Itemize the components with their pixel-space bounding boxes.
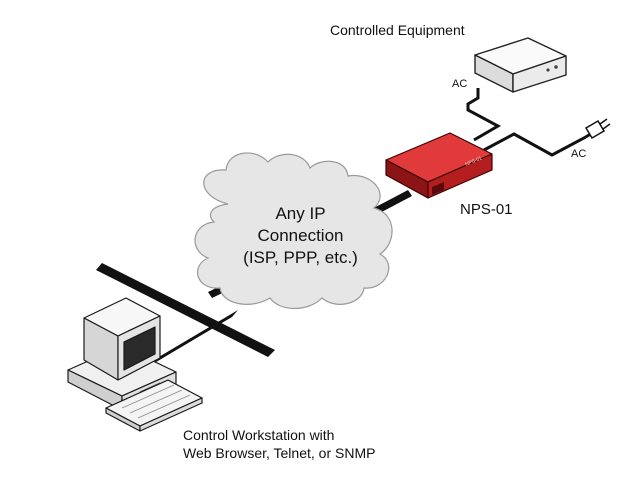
- lan-cable-short: [146, 310, 238, 368]
- workstation-label: Control Workstation with Web Browser, Te…: [183, 426, 375, 462]
- ip-cloud-icon: [194, 152, 393, 309]
- nps-label: NPS-01: [460, 201, 513, 218]
- power-plug-icon: [584, 118, 611, 140]
- cloud-label: Any IP Connection (ISP, PPP, etc.): [213, 203, 388, 269]
- cloud-label-line1: Any IP: [275, 204, 326, 223]
- nps-device-icon: NPS-01: [385, 132, 493, 199]
- lan-cable-long: [96, 263, 275, 357]
- controlled-equipment-icon: [474, 37, 567, 93]
- cloud-label-line3: (ISP, PPP, etc.): [243, 248, 358, 267]
- ac-cable-supply: [483, 130, 595, 157]
- ac-wiring: [466, 88, 595, 157]
- ac-cable-equipment: [466, 88, 502, 142]
- nps-link-cable: [370, 190, 412, 216]
- workstation-label-line2: Web Browser, Telnet, or SNMP: [183, 445, 376, 461]
- controlled-equipment-label: Controlled Equipment: [330, 22, 465, 38]
- cloud-label-line2: Connection: [257, 226, 344, 245]
- workstation-icon: [67, 297, 203, 432]
- ac-supply-label: AC: [571, 148, 587, 160]
- ac-equipment-label: AC: [452, 78, 468, 90]
- workstation-label-line1: Control Workstation with: [183, 427, 335, 443]
